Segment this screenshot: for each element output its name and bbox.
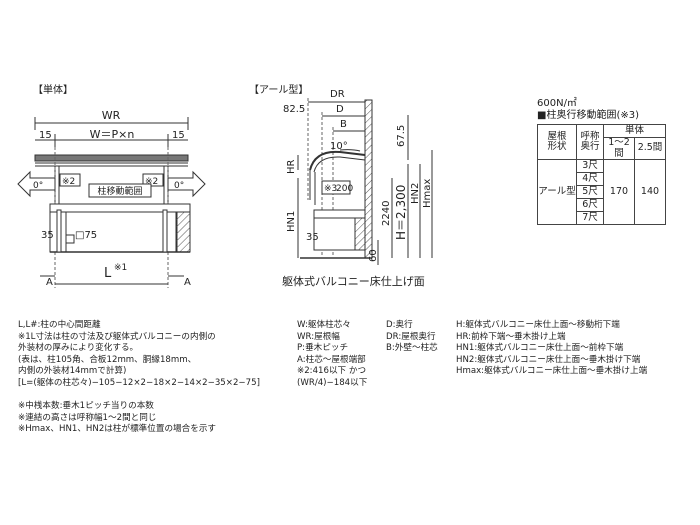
dr-label: DR [330,89,345,100]
note-line: 外装材の厚みにより変化する。 [18,343,139,354]
hn1-label: HN1 [286,211,297,232]
b-label: B [340,119,347,130]
depth-row: 6尺 [576,198,604,213]
total-height: 2240 [381,201,392,226]
hr-label: HR [286,159,297,174]
spec-table: 屋根形状 呼称奥行 単体 1〜2間 2.5間 アール型 3尺 170 140 4… [537,123,666,226]
header-unit: 単体 [603,124,666,138]
depth-row: 3尺 [576,159,604,174]
note-line: (WR/4)−184以下 [297,377,368,388]
note-line: L,L#:柱の中心間距離 [18,320,101,330]
overhang-left: 15 [39,130,52,141]
notes-left: L,L#:柱の中心間距離 ※1L寸法は柱の寸法及び躯体式バルコニーの内側の 外装… [18,320,260,436]
h-label: H＝2,300 [394,185,408,240]
note-line [18,390,260,402]
note-line: P:垂木ピッチ [297,343,349,354]
note-line: HR:前枠下端〜垂木掛け上端 [456,331,566,342]
roof-angle: 10° [330,141,348,152]
floor-height: 60 [368,249,379,262]
note-line: HN1:躯体式バルコニー床仕上面〜前枠下端 [456,343,624,354]
note-line: (表は、柱105角、合板12mm、胴縁18mm、 [18,354,197,365]
hmax-label: Hmax [422,179,433,208]
front-view: 【単体】 WR W＝P×n 15 15 0° ※2 0° ※2 [17,83,206,288]
post-size: □75 [75,230,97,241]
span-label: L [104,266,112,281]
section-right: A [184,277,191,288]
side-view: 【アール型】 DR D 82.5 B 10° 67.5 HR HN1 [249,83,433,288]
floor-caption: 躯体式バルコニー床仕上げ面 [282,274,425,288]
notes-mid: W:躯体柱芯々 WR:屋根幅 P:垂木ピッチ A:柱芯〜屋根端部 ※2:416以… [297,320,367,390]
note-line: [L=(躯体の柱芯々)−105−12×2−18×2−14×2−35×2−75] [18,377,260,388]
depth-row: 4尺 [576,172,604,187]
side-base-height: 35 [306,232,319,243]
hn2-label: HN2 [410,183,421,204]
table-title: ■柱奥行移動範囲(※3) [537,108,639,121]
range-note: ※3 [324,184,337,194]
width-formula: W＝P×n [90,128,135,141]
value-span1: 170 [603,159,635,226]
section-left: A [46,277,53,288]
notes-right: H:躯体式バルコニー床仕上面〜移動桁下端 HR:前枠下端〜垂木掛け上端 HN1:… [456,320,647,378]
top-margin: 67.5 [396,125,407,147]
d-label: D [336,104,344,115]
load-label: 600N/㎡ [537,97,577,109]
header-span2: 2.5間 [634,136,666,161]
note-line: DR:屋根奥行 [386,331,436,342]
note-line: Hmax:躯体式バルコニー床仕上面〜垂木掛け上端 [456,366,648,377]
range-value: 200 [336,184,353,194]
offset-825: 82.5 [283,104,305,115]
range-right: ※2 [145,177,158,187]
post-move-label: 柱移動範囲 [97,185,142,197]
span-note: ※1 [114,263,127,273]
angle-right: 0° [174,181,184,191]
wr-label: WR [102,109,121,122]
value-span2: 140 [634,159,666,226]
note-line: ※2:416以下 かつ [297,366,367,377]
note-line: 内側の外装材14mmで計算) [18,366,127,377]
header-depth: 呼称奥行 [576,123,604,161]
note-line: ※1L寸法は柱の寸法及び躯体式バルコニーの内側の [18,331,216,342]
note-line: D:奥行 [386,320,413,330]
note-line: A:柱芯〜屋根端部 [297,354,366,365]
note-line: ※Hmax、HN1、HN2は柱が標準位置の場合を示す [18,424,217,435]
depth-row: 7尺 [576,211,604,226]
note-line: W:躯体柱芯々 [297,320,351,330]
front-base-height: 35 [41,230,54,241]
angle-left: 0° [33,181,43,191]
depth-row: 5尺 [576,185,604,200]
note-line: WR:屋根幅 [297,331,340,342]
note-line: ※連結の高さは呼称幅1〜2間と同じ [18,412,157,423]
roof-type: アール型 [537,159,577,226]
notes-mid2: D:奥行 DR:屋根奥行 B:外壁〜柱芯 [386,320,438,355]
overhang-right: 15 [172,130,185,141]
note-line: HN2:躯体式バルコニー床仕上面〜垂木掛け下端 [456,354,641,365]
front-view-title: 【単体】 [33,83,73,96]
side-view-title: 【アール型】 [249,83,308,96]
header-roof: 屋根形状 [537,123,577,161]
note-line: H:躯体式バルコニー床仕上面〜移動桁下端 [456,320,620,330]
range-left: ※2 [62,177,75,187]
note-line: ※中桟本数:垂木1ピッチ当りの本数 [18,401,154,412]
note-line: B:外壁〜柱芯 [386,343,438,354]
header-span1: 1〜2間 [603,136,635,161]
